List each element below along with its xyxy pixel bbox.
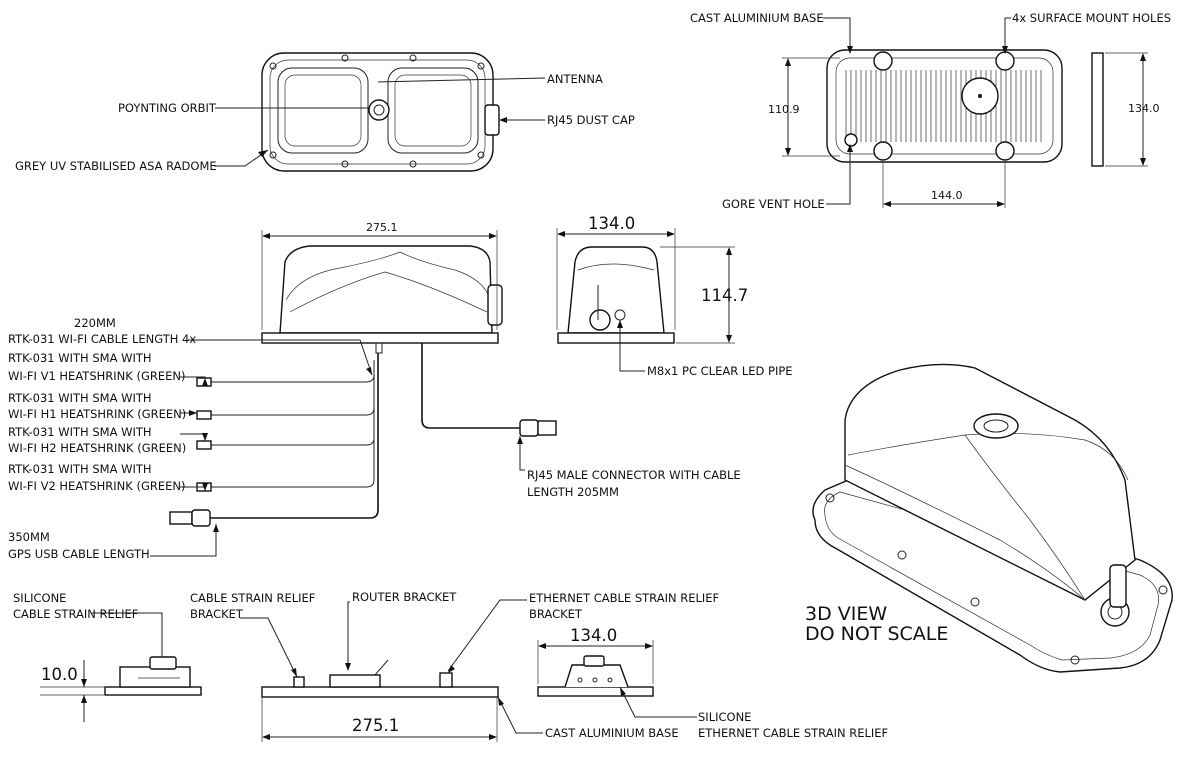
label-3d-view: 3D VIEW (805, 603, 887, 625)
3d-view (812, 363, 1173, 673)
label-do-not-scale: DO NOT SCALE (805, 623, 948, 645)
label-silicone-eth-l2: ETHERNET CABLE STRAIN RELIEF (698, 726, 888, 740)
label-silicone-eth-l1: SILICONE (698, 710, 751, 724)
label-v1-line1: RTK-031 WITH SMA WITH (8, 351, 152, 365)
label-poynting-orbit: POYNTING ORBIT (118, 101, 217, 115)
dim-side-height: 134.0 (1128, 102, 1160, 115)
label-radome: GREY UV STABILISED ASA RADOME (15, 159, 217, 173)
dim-hole-spacing: 144.0 (931, 189, 963, 202)
label-h1-line2: WI-FI H1 HEATSHRINK (GREEN) (8, 407, 186, 421)
label-led-pipe: M8x1 PC CLEAR LED PIPE (647, 364, 793, 378)
label-eth-bracket-l2: BRACKET (529, 607, 583, 621)
label-usb-length: 350MM (8, 530, 50, 544)
label-rj45-line2: LENGTH 205MM (527, 485, 619, 499)
dim-front-width: 275.1 (366, 221, 398, 234)
label-router-bracket: ROUTER BRACKET (352, 590, 457, 604)
label-silicone: SILICONE (13, 591, 66, 605)
label-antenna: ANTENNA (547, 72, 603, 86)
usb-connector (169, 509, 211, 527)
label-h2-line1: RTK-031 WITH SMA WITH (8, 425, 152, 439)
label-rj45-dust-cap: RJ45 DUST CAP (547, 113, 635, 127)
label-csr-bracket-l1: CABLE STRAIN RELIEF (190, 591, 315, 605)
rj45-connector (519, 419, 557, 437)
label-surface-holes: 4x SURFACE MOUNT HOLES (1012, 11, 1171, 25)
label-h2-line2: WI-FI H2 HEATSHRINK (GREEN) (8, 441, 186, 455)
top-view-radome (261, 52, 500, 172)
side-elevation (557, 246, 675, 344)
label-v1-line2: WI-FI V1 HEATSHRINK (GREEN) (8, 369, 185, 383)
label-wifi-cable: RTK-031 WI-FI CABLE LENGTH 4x (8, 332, 196, 346)
label-cast-base-bottom: CAST ALUMINIUM BASE (545, 726, 679, 740)
label-gore-vent: GORE VENT HOLE (722, 197, 825, 211)
dim-plate-thickness: 10.0 (41, 665, 78, 684)
label-rj45-line1: RJ45 MALE CONNECTOR WITH CABLE (527, 468, 741, 482)
label-v2-line1: RTK-031 WITH SMA WITH (8, 462, 152, 476)
label-cable-length-mm: 220MM (74, 316, 116, 330)
bottom-front-section (261, 659, 499, 698)
sma-connector-h1 (196, 410, 212, 420)
label-h1-line1: RTK-031 WITH SMA WITH (8, 391, 152, 405)
bottom-left-section (104, 656, 202, 696)
label-csr-bracket-l2: BRACKET (190, 607, 244, 621)
label-usb-cable: GPS USB CABLE LENGTH (8, 547, 150, 561)
front-elevation (261, 245, 503, 354)
dim-base-height: 110.9 (768, 103, 800, 116)
base-bottom-view (826, 49, 1104, 167)
cable-bundle (210, 343, 520, 519)
label-cable-strain-relief: CABLE STRAIN RELIEF (13, 607, 138, 621)
dim-side-width: 134.0 (588, 214, 635, 233)
dim-bottom-front-width: 275.1 (352, 716, 399, 735)
dim-bottom-side-width: 134.0 (570, 626, 617, 645)
bottom-side-section (537, 655, 654, 697)
label-v2-line2: WI-FI V2 HEATSHRINK (GREEN) (8, 479, 185, 493)
sma-connector-h2 (196, 440, 212, 450)
label-cast-base-top: CAST ALUMINIUM BASE (690, 11, 824, 25)
label-eth-bracket-l1: ETHERNET CABLE STRAIN RELIEF (529, 591, 719, 605)
dim-side-elev-height: 114.7 (701, 286, 748, 305)
